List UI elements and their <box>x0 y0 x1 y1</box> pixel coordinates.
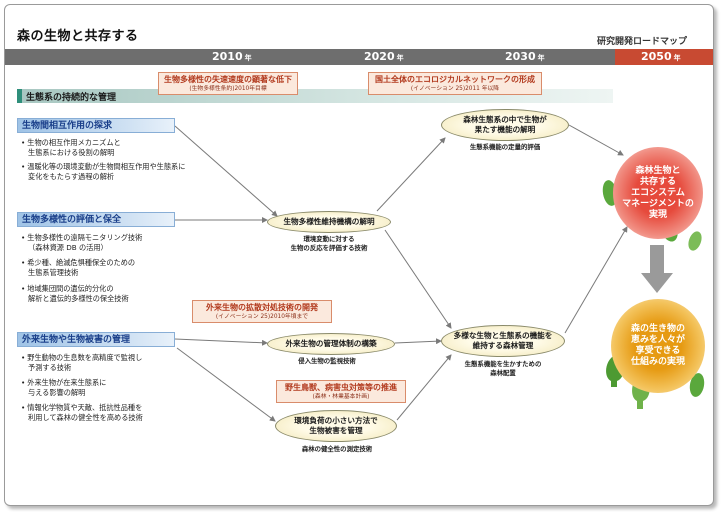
node-sub-label: 生態系機能を生かすための森林配置 <box>464 360 542 377</box>
goal-ecosystem-benefits: 森の生き物の 恵みを人々が 享受できる 仕組みの実現 <box>611 299 705 393</box>
connector <box>174 338 268 346</box>
callout-eco-network: 国土全体のエコロジカルネットワークの形成 (イノベーション 25)2011 年以… <box>368 72 542 95</box>
goal-ecosystem-management: 森林生物と 共存する エコシステム マネージメントの 実現 <box>613 147 703 239</box>
node-sub-label: 森林の健全性の測定技術 <box>301 445 373 453</box>
connector <box>384 229 452 329</box>
node-sub-label: 環境変動に対する生物の反応を評価する技術 <box>290 235 368 252</box>
connector <box>564 226 628 334</box>
callout-pest-control: 野生鳥獣、病害虫対策等の推進 (森林・林業基本計画) <box>276 380 406 403</box>
bullet-item: •希少種、絶滅危惧種保全のための 生態系管理技術 <box>21 258 136 277</box>
node-diversity-mechanism: 生物多様性維持機構の解明 <box>267 211 391 233</box>
bullet-item: •野生動物の生息数を高精度で監視し 予測する技術 <box>21 353 143 372</box>
callout-2010-target: 生物多様性の失速速度の顕著な低下 (生物多様性条約)2010年目標 <box>158 72 298 95</box>
node-low-impact-pest: 環境負荷の小さい方法で生物被害を管理 <box>275 410 397 442</box>
node-sub-label: 侵入生物の監視技術 <box>298 357 356 365</box>
timeline-2050-segment <box>615 49 713 65</box>
bullet-item: •生物の相互作用メカニズムと 生態系における役割の解明 <box>21 138 121 157</box>
roadmap-label: 研究開発ロードマップ <box>597 37 688 47</box>
node-sub-label: 生態系機能の定量的評価 <box>469 143 541 151</box>
connector <box>394 338 442 345</box>
node-forest-function: 森林生態系の中で生物が果たす機能の解明 <box>441 109 569 141</box>
section-marker <box>17 89 22 103</box>
section-label: 生態系の持続的な管理 <box>26 93 117 103</box>
bullet-item: •外来生物が在来生態系に 与える影響の解明 <box>21 378 107 397</box>
connector <box>568 124 624 156</box>
node-invasive-management: 外来生物の管理体制の構築 <box>267 333 395 355</box>
category-interaction: 生物間相互作用の探求 <box>17 118 175 133</box>
category-invasive-species: 外来生物や生物被害の管理 <box>17 332 175 347</box>
category-biodiversity: 生物多様性の評価と保全 <box>17 212 175 227</box>
node-forest-management: 多様な生物と生態系の機能を維持する森林管理 <box>441 325 565 357</box>
connector <box>174 125 278 217</box>
bullet-item: •温暖化等の環境変動が生物間相互作用や生態系に 変化をもたらす過程の解析 <box>21 162 186 181</box>
callout-invasive-tech: 外来生物の拡散対処技術の開発 (イノベーション 25)2010年頃まで <box>192 300 332 323</box>
timeline-bar <box>5 49 713 65</box>
connector <box>376 137 446 212</box>
down-arrow-icon <box>641 245 673 293</box>
page-title: 森の生物と共存する <box>17 29 139 44</box>
bullet-item: •生物多様性の遠隔モニタリング技術 （森林資源 DB の活用） <box>21 233 143 252</box>
connector <box>176 347 276 422</box>
bullet-item: •地域集団間の遺伝的分化の 解析と遺伝的多様性の保全技術 <box>21 284 129 303</box>
bullet-item: •情報化学物質や天敵、抵抗性品種を 利用して森林の健全性を高める技術 <box>21 403 143 422</box>
connector <box>396 354 452 421</box>
